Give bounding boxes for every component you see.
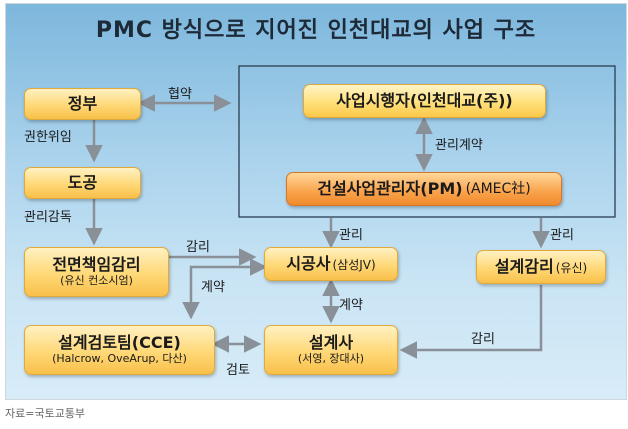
- node-design-supervision-sub: (유신): [556, 259, 587, 276]
- node-contractor-sub: (삼성JV): [332, 256, 375, 273]
- node-designer-title: 설계사: [309, 334, 353, 352]
- label-agreement: 협약: [168, 83, 192, 102]
- node-operator-title: 사업시행자(인천대교(주)): [336, 92, 512, 110]
- node-contractor-title: 시공사: [286, 255, 330, 273]
- node-pm: 건설사업관리자(PM) (AMEC社): [286, 172, 562, 206]
- node-road-corp: 도공: [24, 167, 141, 199]
- label-delegation: 권한위임: [24, 126, 72, 145]
- node-resident-supervision-sub: (유신 컨소시엄): [60, 274, 133, 288]
- source-caption: 자료=국토교통부: [5, 405, 85, 421]
- label-contract-review: 계약: [201, 276, 225, 295]
- node-designer: 설계사 (서영, 장대사): [264, 325, 398, 375]
- node-operator: 사업시행자(인천대교(주)): [303, 84, 546, 118]
- node-pm-sub: (AMEC社): [466, 180, 531, 198]
- node-design-supervision-title: 설계감리: [495, 258, 554, 276]
- label-supervision-designer: 감리: [471, 328, 495, 347]
- label-supervision-contractor: 감리: [186, 236, 210, 255]
- node-resident-supervision: 전면책임감리 (유신 컨소시엄): [24, 247, 169, 297]
- diagram-title: PMC 방식으로 지어진 인천대교의 사업 구조: [6, 12, 626, 44]
- node-contractor: 시공사 (삼성JV): [264, 247, 398, 281]
- node-government: 정부: [24, 88, 141, 120]
- label-contract-contractor-designer: 계약: [339, 294, 363, 313]
- label-mgmt-pm-design: 관리: [550, 224, 574, 243]
- label-review: 검토: [226, 359, 250, 378]
- label-mgmt-contract: 관리계약: [435, 134, 483, 153]
- node-pm-title: 건설사업관리자(PM): [317, 180, 462, 198]
- node-resident-supervision-title: 전면책임감리: [52, 256, 140, 274]
- node-designer-sub: (서영, 장대사): [298, 352, 364, 366]
- node-design-review-sub: (Halcrow, OveArup, 다산): [52, 352, 187, 366]
- structure-diagram: PMC 방식으로 지어진 인천대교의 사업 구조 정부 도공 전면책임감리 (유…: [5, 3, 627, 400]
- label-management-supervision: 관리감독: [24, 206, 72, 225]
- node-design-supervision: 설계감리 (유신): [476, 250, 606, 284]
- node-design-review-title: 설계검토팀(CCE): [58, 334, 181, 352]
- node-design-review-team: 설계검토팀(CCE) (Halcrow, OveArup, 다산): [24, 325, 215, 375]
- node-government-title: 정부: [68, 95, 97, 113]
- node-road-corp-title: 도공: [68, 174, 97, 192]
- label-mgmt-pm-contractor: 관리: [339, 224, 363, 243]
